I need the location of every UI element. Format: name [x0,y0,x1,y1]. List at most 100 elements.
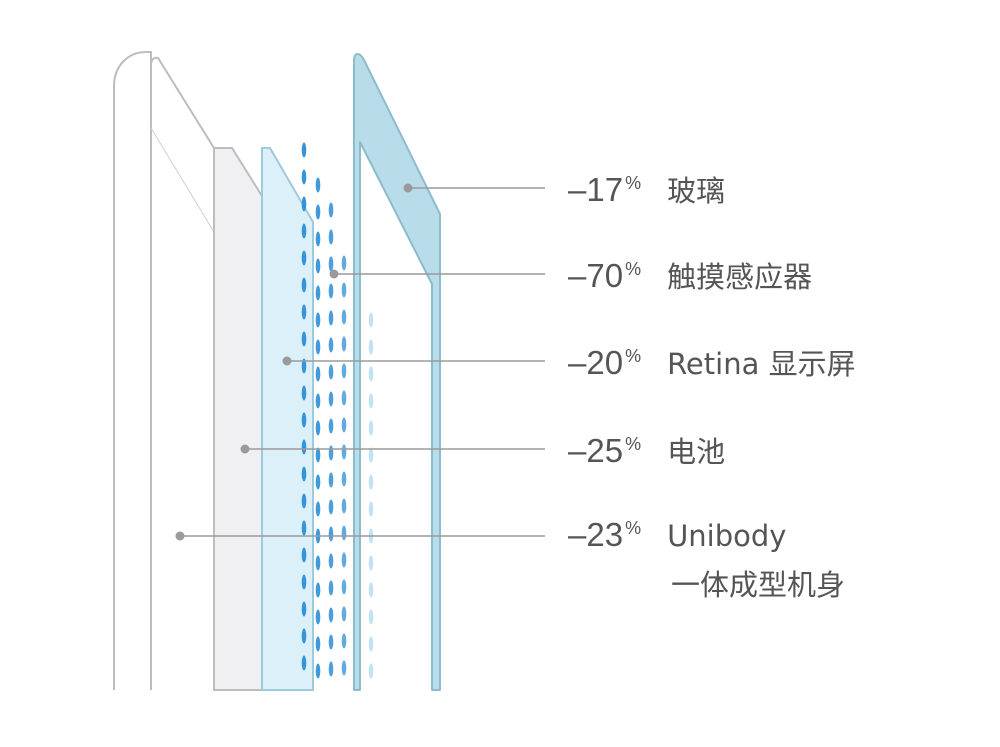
label-value: –20 [568,344,624,381]
sensor-dot [341,390,347,406]
sensor-dot [341,471,347,487]
sensor-dot [328,337,334,353]
sensor-dot [341,552,347,568]
label-unit: % [625,259,642,279]
sensor-dot [328,391,334,407]
sensor-dot [328,526,334,542]
sensor-dot [368,501,374,517]
label-unit: % [625,434,642,454]
label-touch-sensor: –70% 触摸感应器 [568,254,812,296]
sensor-dot [328,229,334,245]
label-unit: % [625,518,642,538]
sensor-dot [301,196,307,212]
label-value: –70 [568,257,624,294]
sensor-dot [328,445,334,461]
sensor-dot [341,579,347,595]
label-value: –23 [568,516,624,553]
sensor-dot [315,312,321,328]
sensor-dot [315,663,321,679]
leader-dot-retina [282,356,292,366]
sensor-dot [301,142,307,158]
label-battery: –25%电池 [568,429,725,471]
sensor-dot [301,655,307,671]
sensor-dot [368,582,374,598]
sensor-dot [368,447,374,463]
sensor-dot [368,609,374,625]
sensor-dot [328,202,334,218]
label-unibody: –23% Unibody [568,516,786,554]
label-name: 触摸感应器 [667,260,813,294]
sensor-dot [368,339,374,355]
sensor-dot [315,285,321,301]
sensor-dot [328,364,334,380]
sensor-dot [341,309,347,325]
leader-dot-touch-sensor [329,269,339,279]
sensor-dot [301,520,307,536]
sensor-dot [315,231,321,247]
sensor-dot [341,363,347,379]
label-value: –17 [568,171,624,208]
sensor-dot [301,385,307,401]
sensor-dot [301,601,307,617]
label-retina-display: –20% Retina 显示屏 [568,341,856,383]
battery-layer [213,147,263,691]
sensor-dot [315,177,321,193]
sensor-dot [341,660,347,676]
glass-layer [353,53,441,691]
sensor-dot [301,250,307,266]
sensor-dot [315,420,321,436]
sensor-dot [341,525,347,541]
sensor-dot [301,331,307,347]
sensor-dot [301,466,307,482]
sensor-dot [328,553,334,569]
sensor-dot [315,474,321,490]
sensor-dot [315,636,321,652]
unibody-inner-edge [150,56,215,690]
sensor-dot [301,628,307,644]
sensor-dot [368,366,374,382]
label-unit: % [625,173,642,193]
leader-dot-battery [240,444,250,454]
sensor-dot [301,574,307,590]
sensor-dot [301,304,307,320]
sensor-dot [328,283,334,299]
sensor-dot [368,474,374,490]
sensor-dot [368,312,374,328]
sensor-dot [315,366,321,382]
sensor-dot [328,310,334,326]
sensor-dot [328,418,334,434]
sensor-dot [315,582,321,598]
sensor-dot [328,499,334,515]
sensor-dot [328,580,334,596]
sensor-dot [328,256,334,272]
sensor-dot [368,393,374,409]
sensor-dot [341,336,347,352]
label-name: Retina 显示屏 [667,347,856,381]
sensor-dot [301,277,307,293]
sensor-dot [328,607,334,623]
sensor-dot [315,393,321,409]
label-name: 玻璃 [667,174,726,208]
sensor-dot [315,555,321,571]
sensor-dot [301,439,307,455]
sensor-dot [301,169,307,185]
sensor-dot [328,661,334,677]
sensor-dot [301,358,307,374]
sensor-dot [301,223,307,239]
sensor-dot [328,472,334,488]
sensor-dot [368,636,374,652]
label-unibody-line2: 一体成型机身 [671,568,846,602]
retina-display-layer [261,147,314,691]
sensor-dot [341,606,347,622]
label-name: Unibody [667,519,787,553]
sensor-dot [341,417,347,433]
leader-dot-unibody [175,531,185,541]
sensor-dot [341,633,347,649]
sensor-dot [315,258,321,274]
sensor-dot [368,663,374,679]
sensor-dot [368,420,374,436]
sensor-dot [341,498,347,514]
label-unit: % [625,346,642,366]
